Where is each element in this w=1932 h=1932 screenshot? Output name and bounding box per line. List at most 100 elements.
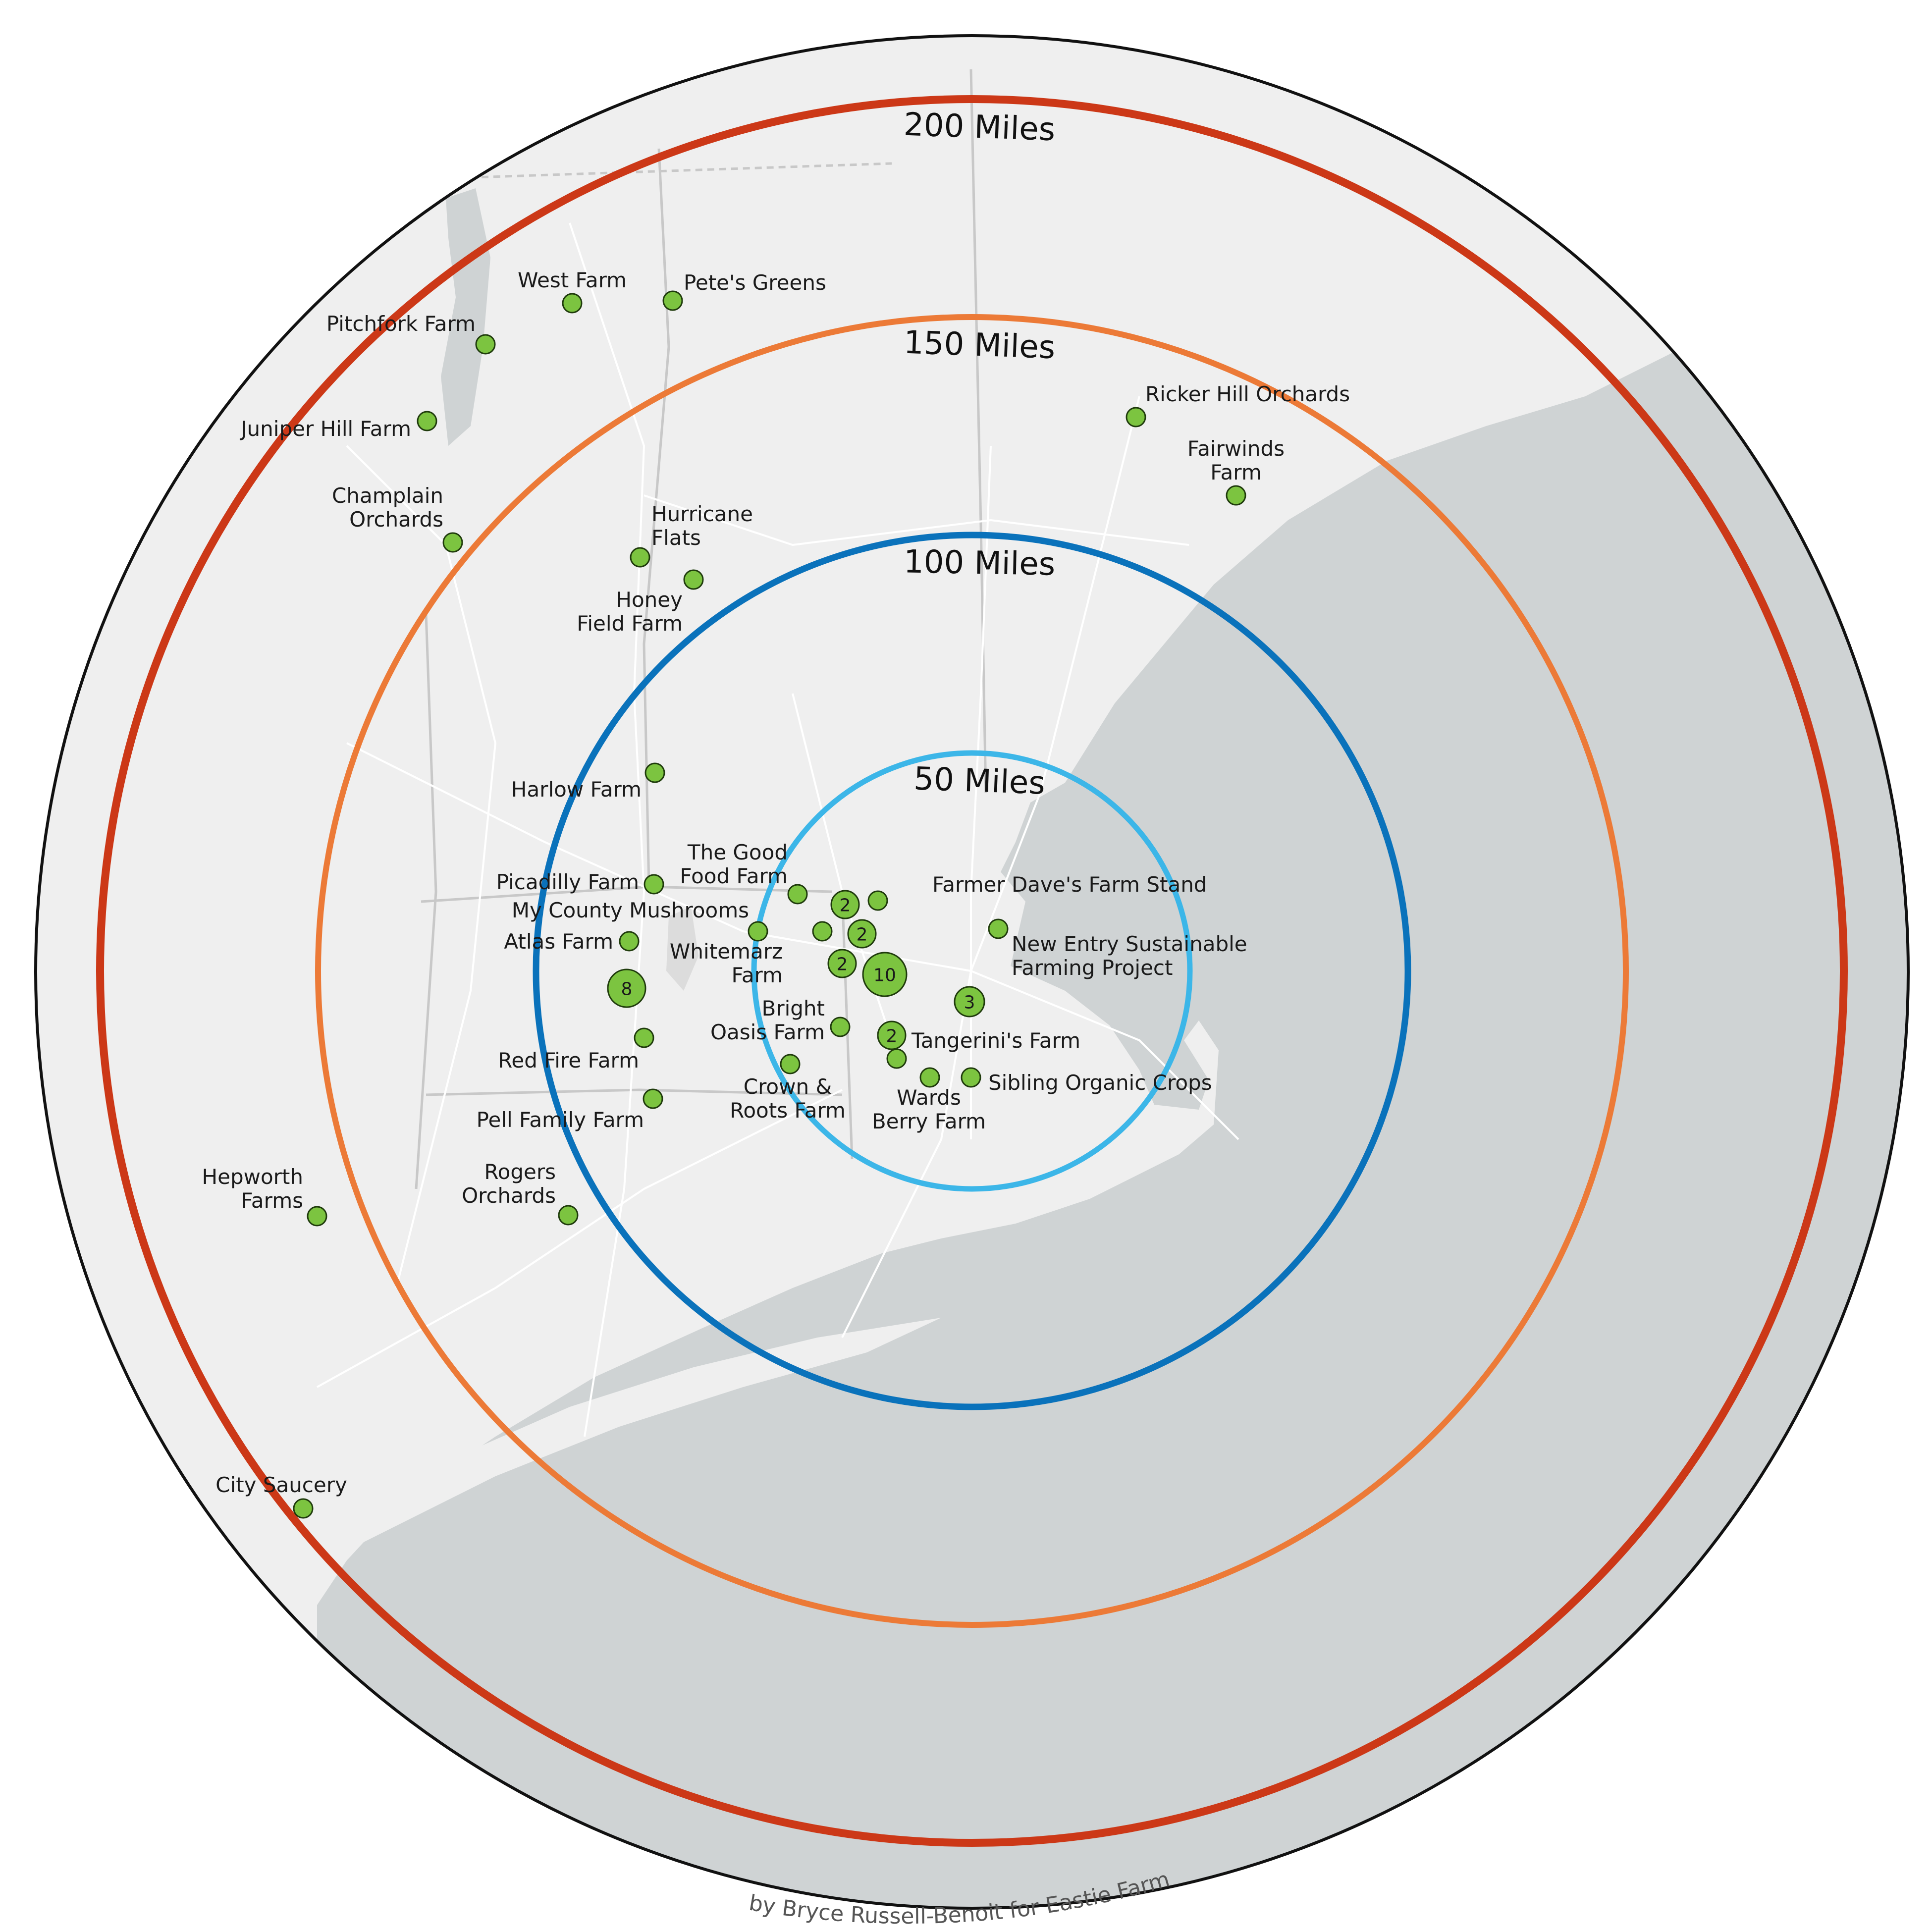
- map-outline: [34, 34, 1910, 1910]
- farm-label-line: Food Farm: [680, 864, 788, 888]
- ocean-area: [317, 238, 1908, 1908]
- farm-marker-honey-field-farm[interactable]: [683, 569, 704, 590]
- farm-marker-pitchfork-farm[interactable]: [475, 334, 496, 355]
- farm-label-line: Orchards: [462, 1183, 556, 1208]
- farm-marker-bright-oasis-farm[interactable]: [830, 1017, 851, 1037]
- farm-marker-hurricane-flats[interactable]: [630, 547, 650, 568]
- farm-marker-picadilly-farm[interactable]: [644, 874, 664, 895]
- farm-label-pete-s-greens: Pete's Greens: [684, 270, 826, 295]
- farm-label-tangerini-s-farm: Tangerini's Farm: [911, 1028, 1080, 1053]
- farm-label-juniper-hill-farm: Juniper Hill Farm: [239, 417, 411, 441]
- farm-marker-atlas-farm[interactable]: [619, 931, 640, 952]
- farm-marker-tangerini-s-farm[interactable]: [886, 1048, 907, 1069]
- cluster-marker[interactable]: [862, 952, 908, 997]
- farm-marker-champlain-orchards[interactable]: [442, 532, 463, 553]
- ring-50-label: 50 Miles: [913, 760, 1046, 802]
- farm-label-line: Rogers: [484, 1160, 556, 1184]
- farm-label-line: Picadilly Farm: [496, 870, 639, 894]
- farm-marker-red-fire-farm[interactable]: [634, 1027, 654, 1048]
- farm-label-line: Farms: [241, 1188, 303, 1213]
- farm-label-line: Bright: [762, 996, 825, 1020]
- farm-marker-ricker-hill-orchards[interactable]: [1126, 407, 1146, 428]
- farm-label-line: Orchards: [349, 507, 443, 532]
- farm-marker-west-farm[interactable]: [562, 293, 583, 314]
- farm-label-line: Red Fire Farm: [498, 1048, 639, 1073]
- ring-100-label: 100 Miles: [903, 543, 1055, 583]
- farm-marker-farmer-dave-s-farm-stand[interactable]: [867, 890, 888, 911]
- farm-label-line: Pete's Greens: [684, 270, 826, 295]
- cluster-count: 2: [840, 896, 851, 916]
- farm-label-line: Atlas Farm: [504, 929, 613, 954]
- farm-label-line: Fairwinds: [1187, 436, 1285, 461]
- cluster-count: 2: [857, 925, 868, 945]
- cluster-marker[interactable]: [827, 949, 857, 978]
- farm-label-line: Hurricane: [651, 502, 753, 526]
- farm-label-line: Juniper Hill Farm: [239, 417, 411, 441]
- farm-marker-new-entry-sustainable-farming-project[interactable]: [988, 918, 1009, 939]
- cluster-marker[interactable]: [607, 968, 646, 1008]
- farm-marker-whitemarz-farm[interactable]: [812, 921, 833, 942]
- farm-label-line: Pitchfork Farm: [326, 312, 476, 336]
- ring-50-circle: [751, 750, 1193, 1192]
- farm-label-line: West Farm: [518, 268, 627, 292]
- farm-label-line: Ricker Hill Orchards: [1145, 382, 1350, 406]
- cluster-count: 8: [621, 979, 633, 1000]
- farm-label-line: My County Mushrooms: [512, 898, 749, 922]
- farm-label-ricker-hill-orchards: Ricker Hill Orchards: [1145, 382, 1350, 406]
- farm-label-line: Champlain: [332, 483, 443, 508]
- farm-label-line: Roots Farm: [730, 1098, 846, 1123]
- farm-marker-pell-family-farm[interactable]: [643, 1088, 663, 1109]
- ring-100-circle: [533, 532, 1411, 1410]
- farm-marker-my-county-mushrooms[interactable]: [748, 921, 768, 942]
- farm-label-farmer-dave-s-farm-stand: Farmer Dave's Farm Stand: [932, 872, 1207, 897]
- cluster-count: 3: [964, 993, 975, 1013]
- cluster-marker[interactable]: [877, 1020, 907, 1050]
- farm-marker-crown-roots-farm[interactable]: [780, 1054, 801, 1074]
- cluster-marker[interactable]: [830, 890, 860, 919]
- farm-marker-hepworth-farms[interactable]: [307, 1206, 327, 1227]
- farm-marker-fairwinds-farm[interactable]: [1226, 485, 1246, 506]
- distance-rings: 200 Miles 150 Miles 100 Miles 50 Miles: [96, 95, 1848, 1847]
- farm-label-pitchfork-farm: Pitchfork Farm: [326, 312, 476, 336]
- cluster-marker[interactable]: [954, 986, 985, 1018]
- farm-label-line: Farming Project: [1012, 956, 1173, 980]
- ring-150-label: 150 Miles: [903, 324, 1056, 367]
- farm-label-pell-family-farm: Pell Family Farm: [477, 1108, 644, 1132]
- farm-marker-the-good-food-farm[interactable]: [787, 884, 808, 905]
- long-island: [337, 1318, 941, 1551]
- cluster-count: 2: [837, 955, 848, 975]
- farm-label-line: Pell Family Farm: [477, 1108, 644, 1132]
- cluster-marker[interactable]: [847, 919, 877, 949]
- farm-label-line: Honey: [616, 588, 683, 612]
- farm-label-line: Farm: [732, 963, 783, 987]
- farm-label-line: New Entry Sustainable: [1012, 932, 1247, 956]
- farm-marker-pete-s-greens[interactable]: [662, 290, 683, 311]
- farm-label-picadilly-farm: Picadilly Farm: [496, 870, 639, 894]
- cluster-count: 2: [886, 1026, 898, 1047]
- farm-label-my-county-mushrooms: My County Mushrooms: [512, 898, 749, 922]
- farm-label-line: Sibling Organic Crops: [988, 1071, 1212, 1095]
- farm-label-line: Wards: [897, 1085, 961, 1110]
- farm-label-city-saucery: City Saucery: [215, 1473, 347, 1497]
- farm-label-west-farm: West Farm: [518, 268, 627, 292]
- farm-marker-rogers-orchards[interactable]: [558, 1205, 579, 1226]
- ring-150-circle: [315, 314, 1629, 1628]
- farm-marker-juniper-hill-farm[interactable]: [417, 411, 437, 431]
- farm-marker-wards-berry-farm[interactable]: [919, 1067, 940, 1088]
- farm-label-line: Hepworth: [202, 1165, 303, 1189]
- farm-marker-harlow-farm[interactable]: [644, 762, 665, 783]
- ring-200-label: 200 Miles: [903, 107, 1056, 149]
- farm-marker-sibling-organic-crops[interactable]: [961, 1067, 981, 1088]
- farm-label-line: Tangerini's Farm: [911, 1028, 1080, 1053]
- farm-marker-city-saucery[interactable]: [293, 1498, 314, 1519]
- farm-label-red-fire-farm: Red Fire Farm: [498, 1048, 639, 1073]
